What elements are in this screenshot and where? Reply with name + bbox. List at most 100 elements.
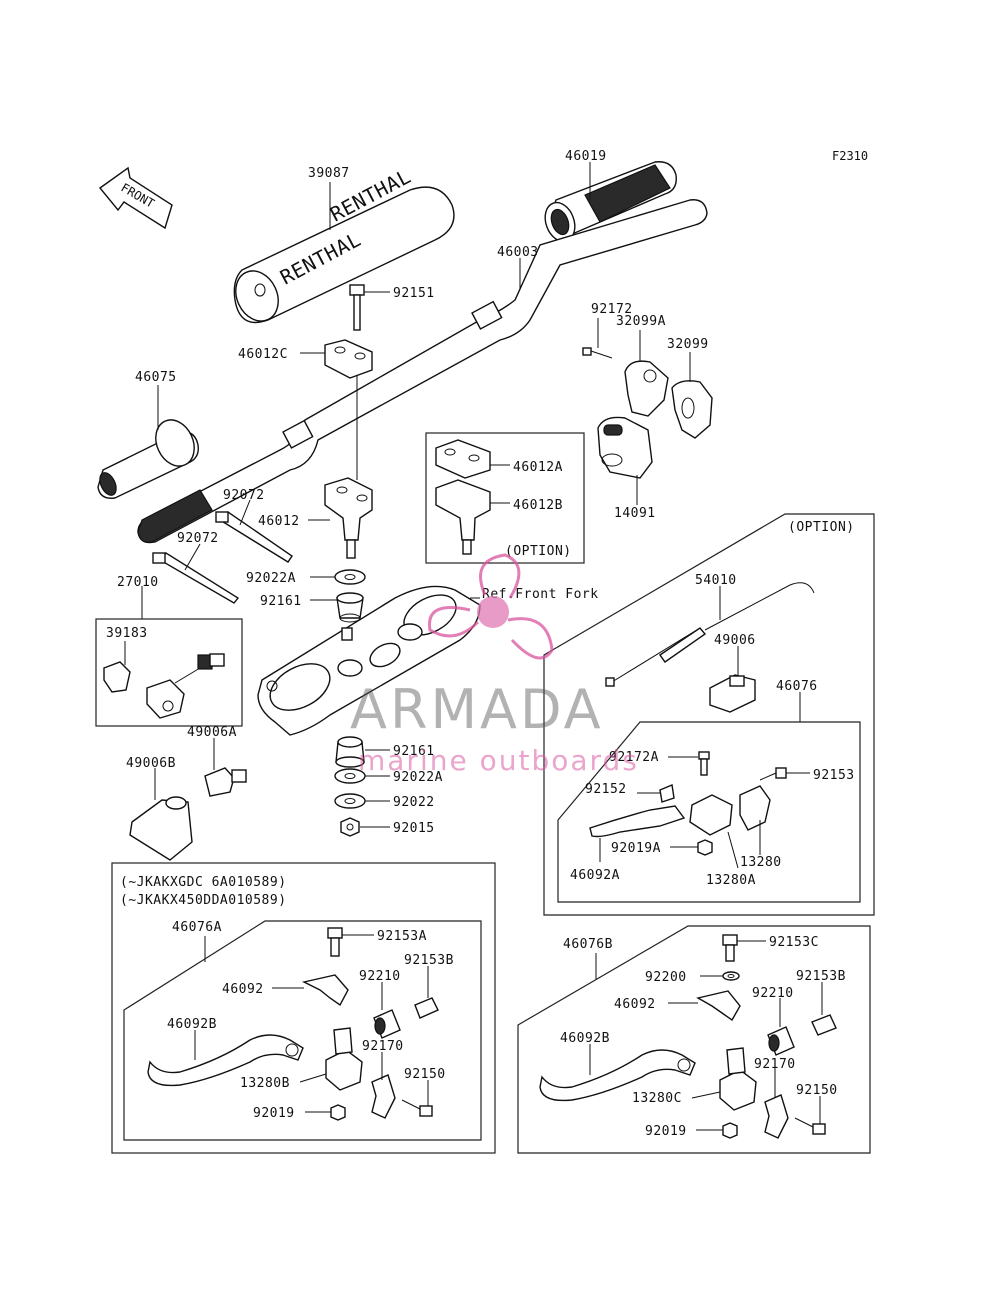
label-32099: 32099 (667, 337, 709, 352)
label-92200: 92200 (645, 970, 687, 985)
bolt-92153 (759, 767, 787, 781)
label-92022: 92022 (393, 795, 435, 810)
cable-54010 (605, 582, 815, 687)
label-92150-right: 92150 (796, 1083, 838, 1098)
clamp-46012A (435, 439, 491, 479)
label-92170-right: 92170 (754, 1057, 796, 1072)
label-92022A-bottom: 92022A (393, 770, 443, 785)
figure-code: F2310 (832, 149, 868, 163)
nut-92015 (340, 817, 360, 837)
left-grip-knurl (137, 489, 213, 543)
label-46092-right: 46092 (614, 997, 656, 1012)
label-13280B: 13280B (240, 1076, 290, 1091)
bolt-92153B-left (414, 997, 439, 1019)
label-92170-left: 92170 (362, 1039, 404, 1054)
screw-92172A (698, 751, 710, 776)
clutch-assy-box-46076A (123, 920, 482, 1141)
left-grip (97, 419, 199, 499)
option-label-clamps: (OPTION) (505, 544, 572, 559)
clamp-46012C (324, 339, 373, 379)
front-arrow-icon: FRONT (98, 166, 173, 230)
handlebar-tube (137, 199, 708, 544)
perch-13280 (689, 785, 771, 836)
clamp-92170-right (764, 1094, 789, 1139)
clutch-assy-box-46076 (557, 721, 861, 903)
label-92153: 92153 (813, 768, 855, 783)
label-92210-right: 92210 (752, 986, 794, 1001)
label-92172A: 92172A (609, 750, 659, 765)
clamp-46012 (324, 477, 373, 559)
pin-92152 (659, 784, 675, 803)
label-49006: 49006 (714, 633, 756, 648)
label-46012: 46012 (258, 514, 300, 529)
label-46092-left: 46092 (222, 982, 264, 997)
label-92153B-right: 92153B (796, 969, 846, 984)
handlebar-pad: RENTHAL RENTHAL (233, 164, 455, 324)
label-92210-left: 92210 (359, 969, 401, 984)
label-32099A: 32099A (616, 314, 666, 329)
clamp-92170-left (371, 1074, 396, 1119)
label-54010: 54010 (695, 573, 737, 588)
watermark-tagline: marine outboards (358, 744, 639, 777)
label-46092B-right: 46092B (560, 1031, 610, 1046)
label-49006A: 49006A (187, 725, 237, 740)
label-92153C: 92153C (769, 935, 819, 950)
screw-92172 (582, 347, 613, 359)
hot-start-lever-49006A (204, 767, 247, 797)
washer-92022A-top (334, 569, 366, 585)
serial-box-left (111, 862, 496, 1154)
label-46076B: 46076B (563, 937, 613, 952)
lever-46092-right (696, 990, 741, 1022)
throttle-housing-32099A (624, 360, 669, 417)
label-46092B-left: 46092B (167, 1017, 217, 1032)
perch-13280C (719, 1047, 757, 1111)
bolt-92150-right (794, 1117, 826, 1135)
label-46012B: 46012B (513, 498, 563, 513)
label-46076: 46076 (776, 679, 818, 694)
label-92015: 92015 (393, 821, 435, 836)
hot-start-49006 (709, 674, 756, 713)
clutch-lever-46092B-right (539, 1049, 696, 1102)
triple-clamp (257, 585, 481, 736)
label-39087: 39087 (308, 166, 350, 181)
nut-92019A (697, 839, 713, 856)
serial-note-2: (~JKAKX450DDA010589) (120, 893, 287, 908)
adjuster-92210-left (373, 1009, 401, 1039)
bolt-92150-left (401, 1099, 433, 1117)
throttle-housing-32099 (671, 380, 713, 439)
label-13280C: 13280C (632, 1091, 682, 1106)
cable-tie-lower (152, 552, 240, 604)
label-46075: 46075 (135, 370, 177, 385)
adjuster-92210-right (767, 1026, 795, 1056)
bolt-92153A (327, 927, 343, 957)
label-49006B: 49006B (126, 756, 176, 771)
label-46012C: 46012C (238, 347, 288, 362)
label-46019: 46019 (565, 149, 607, 164)
kill-switch-clamp (103, 661, 131, 693)
cable-tie-upper (215, 511, 293, 563)
nut-92019-right (722, 1122, 738, 1139)
damper-92161-bottom (335, 736, 365, 768)
label-92019-right: 92019 (645, 1124, 687, 1139)
label-27010: 27010 (117, 575, 159, 590)
label-92150-left: 92150 (404, 1067, 446, 1082)
serial-note-1: (~JKAKXGDC 6A010589) (120, 875, 287, 890)
bolt-92153B-right (811, 1014, 837, 1036)
label-92161-top: 92161 (260, 594, 302, 609)
label-46092A: 46092A (570, 868, 620, 883)
clutch-lever-46092A (589, 805, 686, 838)
label-14091: 14091 (614, 506, 656, 521)
clutch-assy-box-46076B (517, 925, 871, 1154)
kill-switch-body (146, 653, 225, 719)
label-92151: 92151 (393, 286, 435, 301)
washer-92200 (722, 971, 740, 981)
label-92019A: 92019A (611, 841, 661, 856)
label-92172: 92172 (591, 302, 633, 317)
throttle-grip (544, 161, 677, 243)
label-92152: 92152 (585, 782, 627, 797)
hot-start-cover-49006B (129, 796, 193, 861)
label-92072-b: 92072 (177, 531, 219, 546)
bolt-92151 (349, 284, 365, 331)
label-92161-bottom: 92161 (393, 744, 435, 759)
